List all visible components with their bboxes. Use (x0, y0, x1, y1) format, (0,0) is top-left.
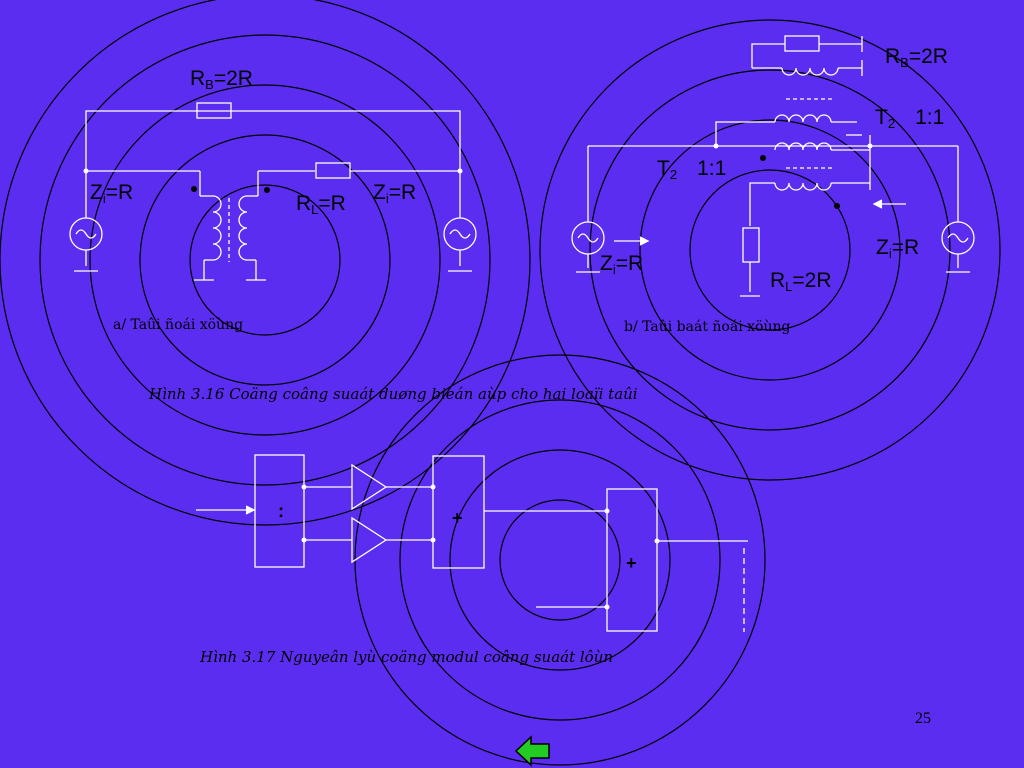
rb-label-a: RB=2R (190, 67, 253, 92)
zi-left-label-b: Zi=R (600, 252, 644, 277)
green-left-arrow-icon[interactable] (514, 734, 552, 768)
zi-left-label-a: Zi=R (90, 181, 134, 206)
rl-resistor-b (742, 227, 760, 263)
adder-block-1 (432, 455, 485, 569)
power-divider-block (254, 454, 305, 568)
circuit-a (69, 102, 477, 281)
figure-317-caption: Hình 3.17 Nguyeân lyù coäng modul coâng … (200, 648, 614, 666)
adder1-symbol: + (452, 508, 463, 528)
rl-label-a: RL=R (296, 192, 346, 217)
combiner-diagram (196, 454, 748, 632)
rl-resistor-a (315, 162, 351, 179)
adder-block-2 (606, 488, 658, 632)
amplifier-top (351, 463, 388, 511)
decorative-rings (0, 0, 1001, 766)
rb-label-b: RB=2R (885, 45, 948, 70)
zi-right-label-a: Zi=R (373, 181, 417, 206)
page-number: 25 (915, 710, 931, 727)
caption-a: a/ Taûi ñoái xöùng (113, 317, 244, 333)
rb-resistor-a (196, 102, 232, 119)
adder2-symbol: + (626, 553, 637, 573)
divider-symbol: : (278, 501, 284, 521)
circuit-b (571, 35, 975, 297)
rl-label-b: RL=2R (770, 269, 832, 294)
caption-b: b/ Taûi baát ñoái xöùng (624, 319, 791, 335)
amplifier-bottom (351, 516, 388, 564)
figure-316-caption: Hình 3.16 Coäng coâng suaát duøng bieán … (149, 385, 638, 403)
rb-resistor-b (784, 35, 820, 52)
zi-right-label-b: Zi=R (876, 236, 920, 261)
